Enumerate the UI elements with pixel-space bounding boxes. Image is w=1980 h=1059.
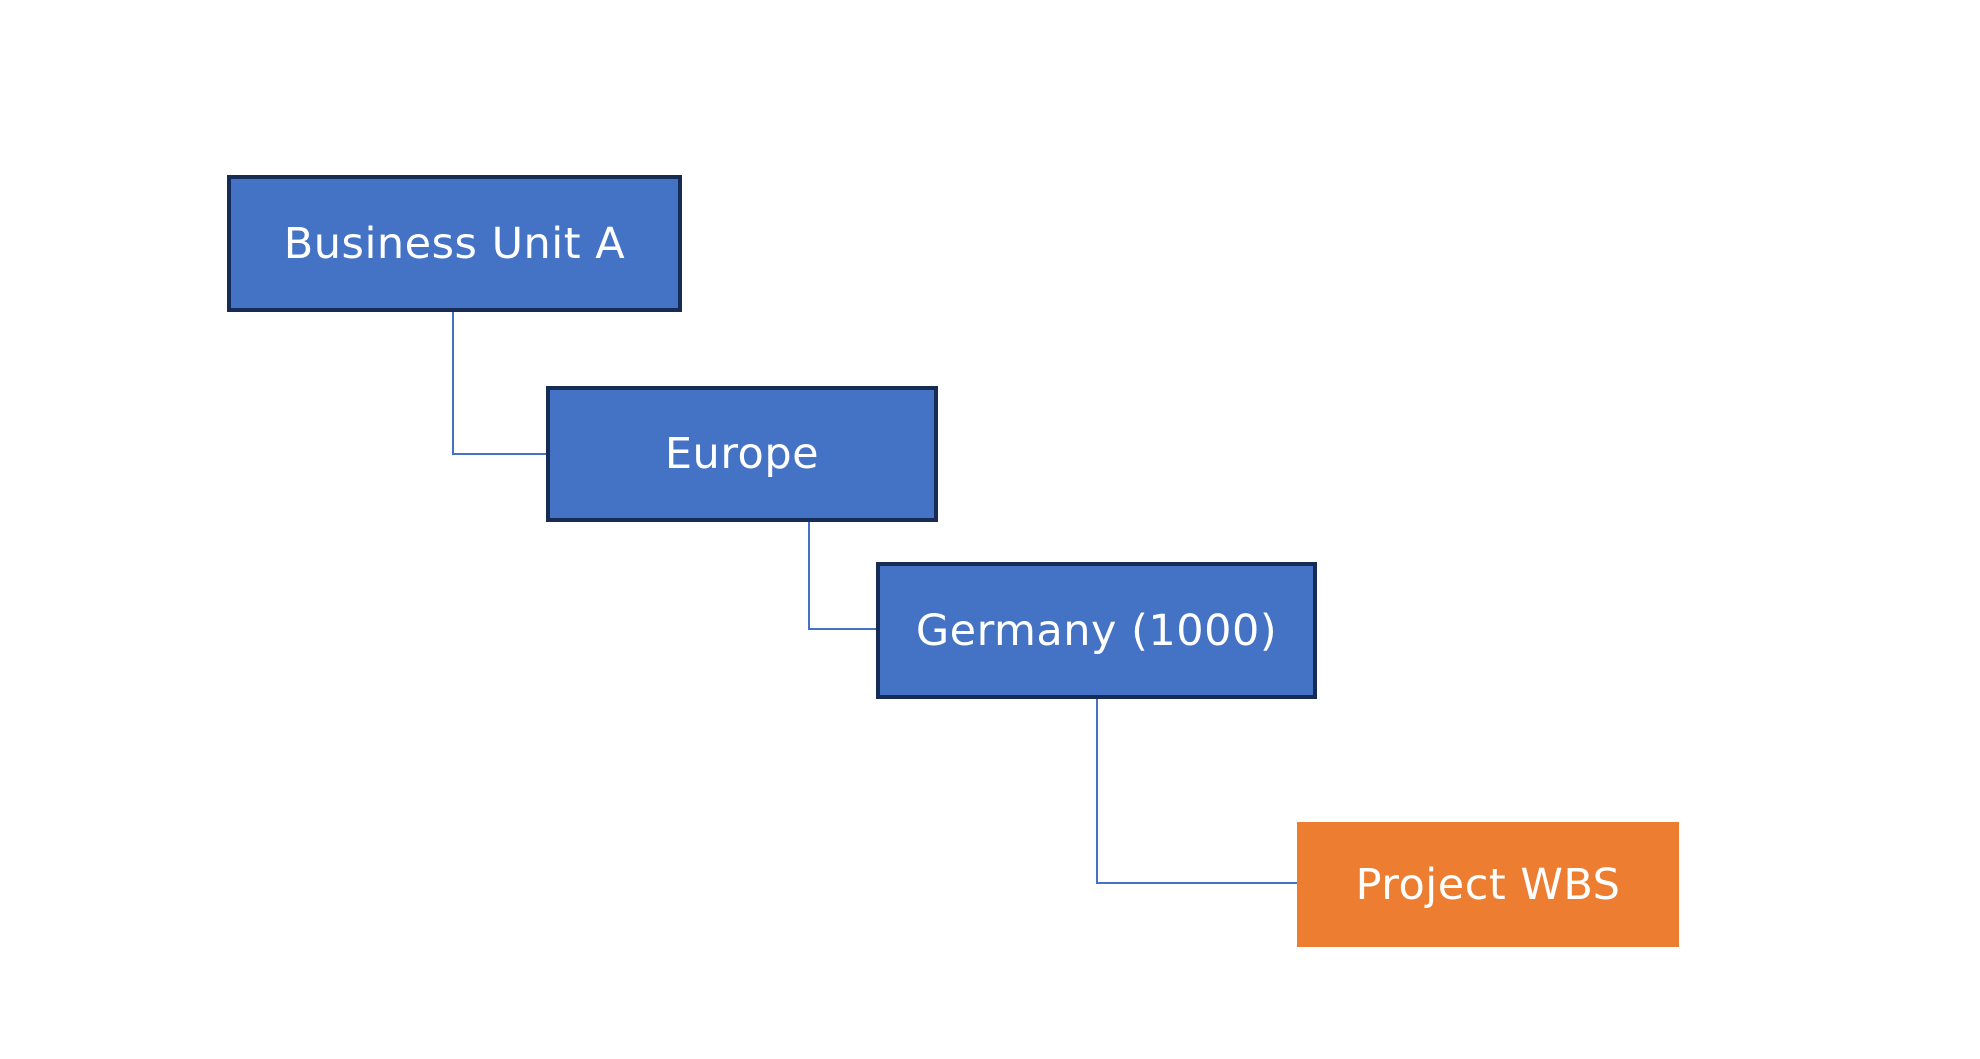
connector-bu-to-europe-horizontal <box>452 453 548 455</box>
connector-germany-to-wbs-vertical <box>1096 697 1098 884</box>
connector-europe-to-germany-vertical <box>808 519 810 630</box>
node-project-wbs: Project WBS <box>1297 822 1679 947</box>
node-business-unit-a: Business Unit A <box>227 175 682 312</box>
node-germany: Germany (1000) <box>876 562 1317 699</box>
connector-europe-to-germany-horizontal <box>808 628 878 630</box>
connector-germany-to-wbs-horizontal <box>1096 882 1299 884</box>
node-europe: Europe <box>546 386 938 522</box>
connector-bu-to-europe-vertical <box>452 310 454 455</box>
